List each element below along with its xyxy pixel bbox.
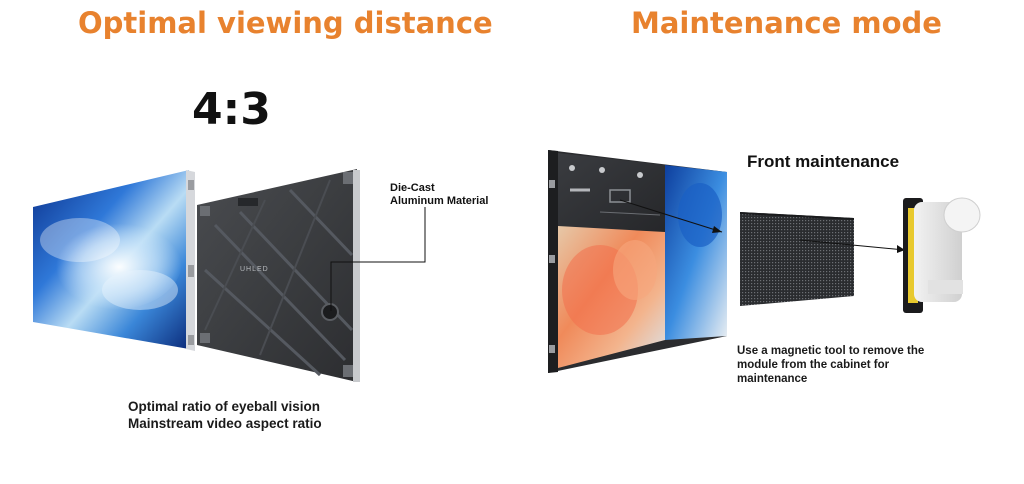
right-caption-line-2: module from the cabinet for xyxy=(737,359,890,371)
right-caption-line-1: Use a magnetic tool to remove the xyxy=(737,345,925,357)
right-caption-line-3: maintenance xyxy=(737,373,808,385)
material-label: Die-Cast Aluminum Material xyxy=(390,182,488,208)
left-section-title: Optimal viewing distance xyxy=(78,6,493,40)
material-label-line-1: Die-Cast xyxy=(390,182,435,194)
left-caption-line-2: Mainstream video aspect ratio xyxy=(128,416,322,431)
left-caption: Optimal ratio of eyeball vision Mainstre… xyxy=(128,398,322,432)
material-label-line-2: Aluminum Material xyxy=(390,195,489,207)
right-section-title: Maintenance mode xyxy=(631,6,942,40)
right-caption: Use a magnetic tool to remove the module… xyxy=(737,344,924,386)
aspect-ratio-label: 4:3 xyxy=(192,84,271,135)
front-maintenance-title: Front maintenance xyxy=(747,152,900,171)
brand-mark: UHLED xyxy=(240,266,269,273)
left-caption-line-1: Optimal ratio of eyeball vision xyxy=(128,399,321,414)
